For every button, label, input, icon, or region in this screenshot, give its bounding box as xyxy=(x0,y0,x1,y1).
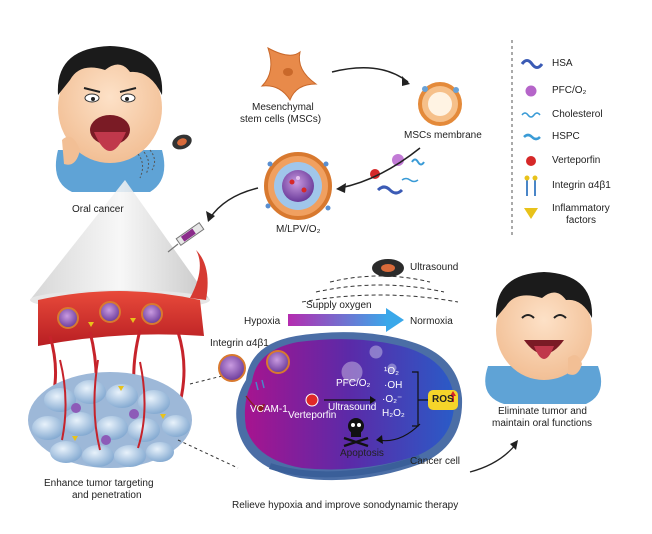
apoptosis-skull-icon xyxy=(343,418,369,448)
label-cancer-cell: Cancer cell xyxy=(410,456,461,467)
component-mix-icon xyxy=(370,154,425,195)
label-eliminate-line1: Eliminate tumor and xyxy=(498,406,587,417)
label-msc-membrane: MSCs membrane xyxy=(404,130,482,141)
mesenchymal-stem-cell-icon xyxy=(260,46,318,102)
legend-label-inflammatory: Inflammatory xyxy=(552,203,610,214)
verteporfin-molecule-icon xyxy=(305,393,319,407)
zoom-guide-bottom xyxy=(177,439,239,469)
therapy-result-arrow xyxy=(469,443,517,473)
pfc-bubbles-icon xyxy=(341,345,397,383)
zoom-guide-top xyxy=(189,371,239,385)
label-pfc-o2: PFC/O₂ xyxy=(336,378,371,389)
magnification-cone xyxy=(30,180,210,300)
ros-species-4: H₂O₂ xyxy=(382,408,405,419)
legend-icons xyxy=(520,59,544,219)
label-normoxia: Normoxia xyxy=(410,316,453,327)
label-enhance-line2: and penetration xyxy=(72,490,142,501)
label-ros: ROS xyxy=(432,394,454,405)
hsa-ribbon-icon xyxy=(520,59,544,69)
legend-label-hsa: HSA xyxy=(552,58,573,69)
hspc-lipid-icon xyxy=(523,133,541,141)
label-eliminate-line2: maintain oral functions xyxy=(492,418,593,429)
label-apoptosis: Apoptosis xyxy=(340,448,384,459)
legend-label-cholesterol: Cholesterol xyxy=(552,109,603,120)
label-integrin: Integrin α4β1 xyxy=(210,338,269,349)
label-msc-line1: Mesenchymal xyxy=(252,102,314,113)
ultrasound-probe-icon xyxy=(137,134,192,179)
ros-bracket xyxy=(412,371,428,427)
label-msc-line2: stem cells (MSCs) xyxy=(240,114,322,125)
pfc-sphere-icon xyxy=(525,85,537,97)
ros-box xyxy=(428,390,458,410)
label-hypoxia: Hypoxia xyxy=(244,316,281,327)
label-oral-cancer: Oral cancer xyxy=(72,204,124,215)
legend-label-hspc: HSPC xyxy=(552,131,580,142)
msc-membrane-vesicle-icon xyxy=(418,82,462,126)
label-supply-oxygen: Supply oxygen xyxy=(306,300,372,311)
oxygen-supply-arrow xyxy=(288,308,404,332)
syringe-icon xyxy=(167,221,205,253)
legend-label-verteporfin: Verteporfin xyxy=(552,155,601,166)
label-relieve: Relieve hypoxia and improve sonodynamic … xyxy=(232,500,459,511)
legend-label-integrin: Integrin α4β1 xyxy=(552,180,611,191)
label-vcam: VCAM-1 xyxy=(250,404,288,415)
tumor-tissue-icon xyxy=(28,359,192,468)
legend-label-pfc: PFC/O₂ xyxy=(552,85,587,96)
msc-to-membrane-arrow xyxy=(331,67,409,83)
verteporfin-dot-icon xyxy=(526,156,536,166)
nanoparticle-icon xyxy=(264,152,332,220)
ros-species-3: ·O₂⁻ xyxy=(382,394,403,405)
ros-species-1: ¹O₂ xyxy=(384,366,399,377)
inflammatory-triangle-icon xyxy=(524,208,538,219)
cell-surface-nanoparticles xyxy=(218,350,290,413)
label-enhance-line1: Enhance tumor targeting xyxy=(44,478,154,489)
healthy-patient-icon xyxy=(485,272,602,404)
label-ultrasound-inner: Ultrasound xyxy=(328,402,377,413)
label-nanoparticle: M/LPV/O₂ xyxy=(276,224,321,235)
integrin-icon xyxy=(524,175,538,196)
sick-patient-icon xyxy=(55,46,165,192)
cholesterol-wave-icon xyxy=(521,112,541,118)
ros-species-2: ·OH xyxy=(384,380,403,391)
membrane-to-np-arrow xyxy=(339,147,421,189)
label-verteporfin: Verteporfin xyxy=(288,410,337,421)
label-ultrasound: Ultrasound xyxy=(410,262,459,273)
np-to-tumor-arrow xyxy=(209,187,259,219)
ultrasound-transducer-icon xyxy=(301,259,459,303)
legend-label-factors: factors xyxy=(566,215,597,226)
